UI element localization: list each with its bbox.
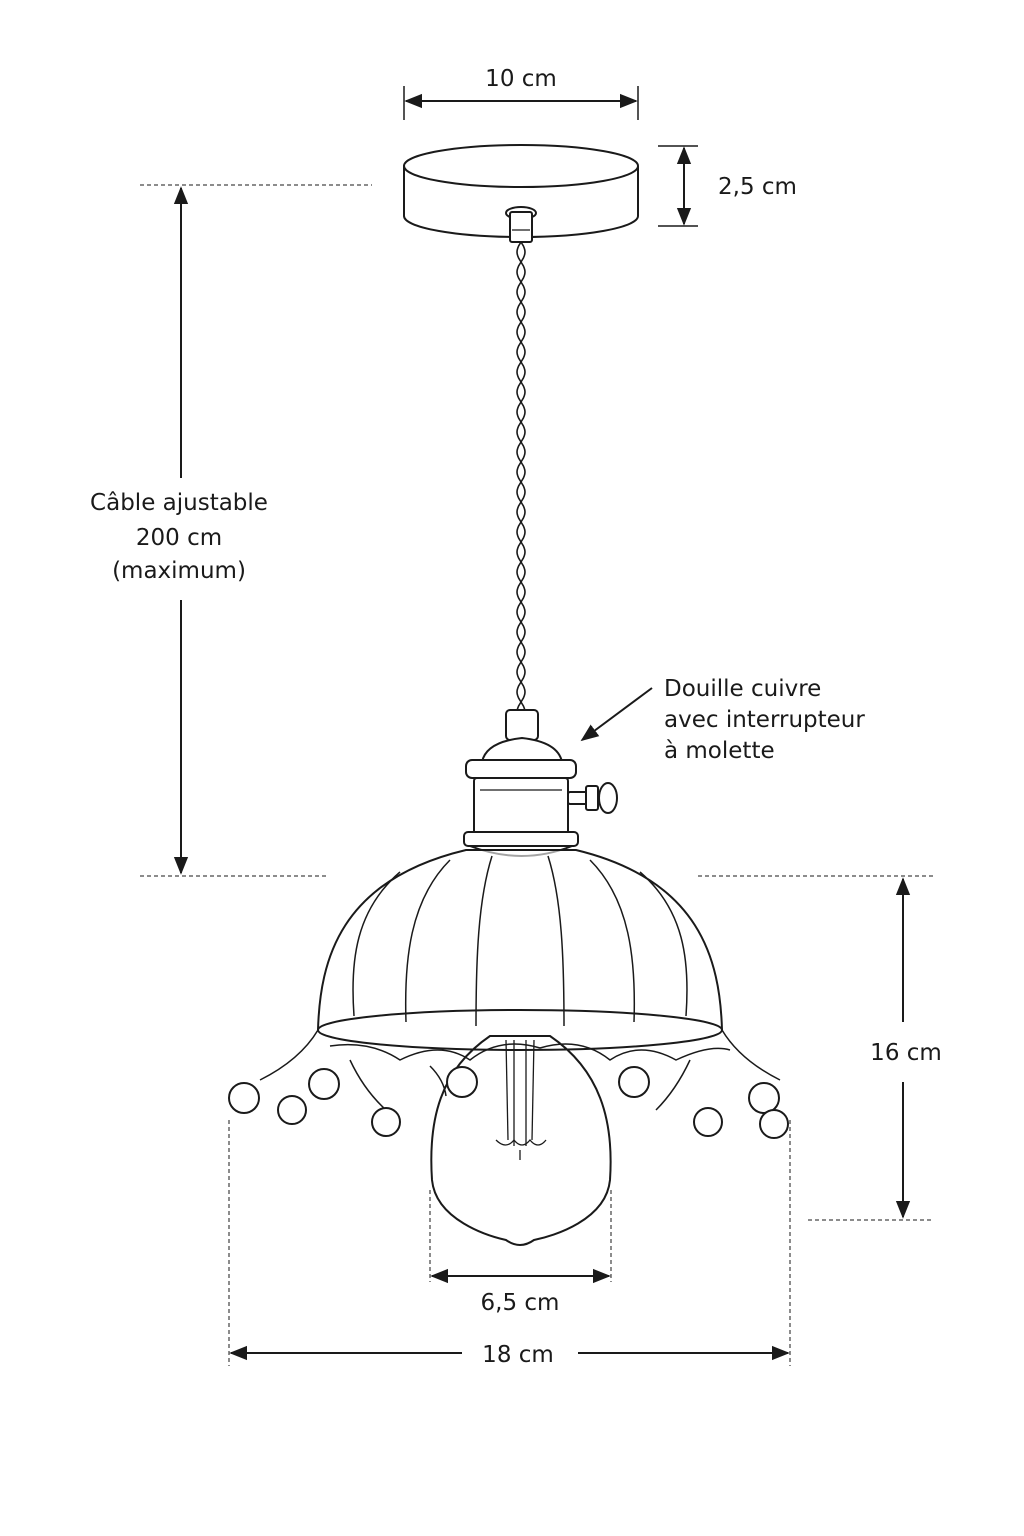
canopy-height-label: 2,5 cm bbox=[718, 174, 797, 200]
ceiling-canopy bbox=[403, 144, 639, 243]
canopy-width-label: 10 cm bbox=[485, 66, 557, 92]
dimension-lines bbox=[140, 86, 934, 1366]
socket-label-line-1: Douille cuivre bbox=[664, 676, 822, 702]
shade-width-label: 18 cm bbox=[482, 1342, 554, 1368]
cable-label-line-2: 200 cm bbox=[135, 525, 223, 551]
cable-label-line-1: Câble ajustable bbox=[90, 490, 268, 516]
cable-label-line-3: (maximum) bbox=[112, 558, 246, 584]
twisted-cable bbox=[516, 241, 526, 711]
socket-label-line-2: avec interrupteur bbox=[664, 707, 865, 733]
bulb-width-label: 6,5 cm bbox=[480, 1290, 560, 1316]
socket-label-line-3: à molette bbox=[664, 738, 775, 764]
ribbed-glass-shade bbox=[228, 849, 789, 1139]
shade-height-label: 16 cm bbox=[870, 1040, 942, 1066]
